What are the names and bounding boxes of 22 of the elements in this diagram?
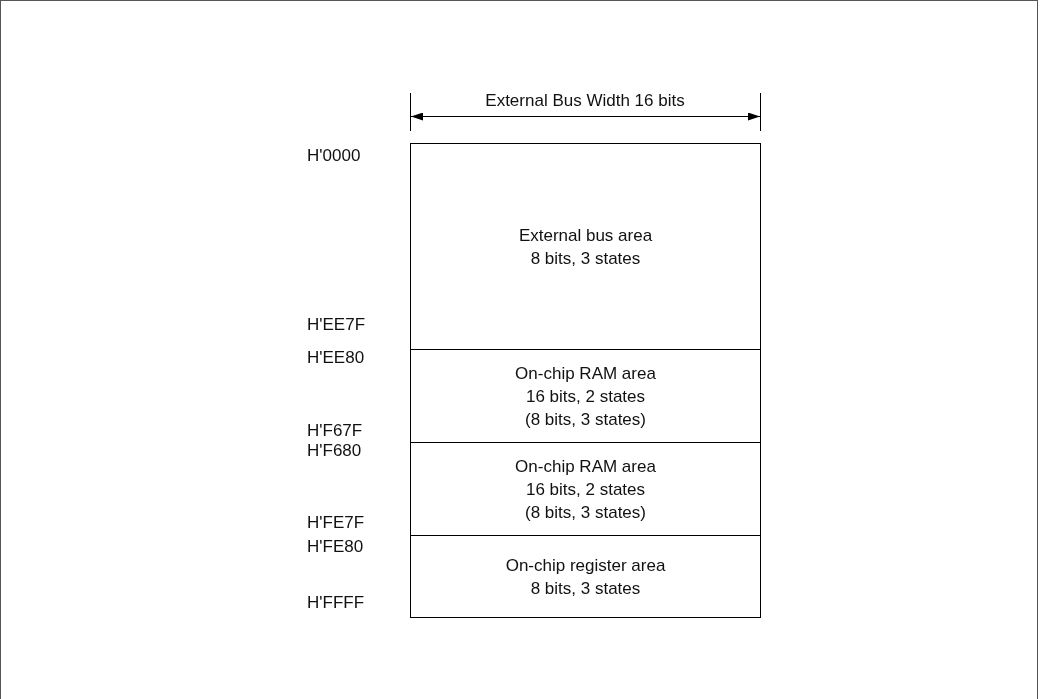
region-text: On-chip register area	[505, 554, 666, 577]
region-text: 16 bits, 2 states	[525, 478, 646, 501]
memory-region	[410, 349, 761, 443]
address-label: H'FE7F	[307, 513, 365, 533]
region-text: External bus area	[518, 224, 653, 247]
address-label: H'EE7F	[307, 315, 366, 335]
region-text: 16 bits, 2 states	[525, 385, 646, 408]
region-text: 8 bits, 3 states	[530, 577, 641, 600]
region-text: (8 bits, 3 states)	[525, 501, 646, 524]
address-label: H'FE80	[307, 537, 364, 557]
address-label: H'F680	[307, 441, 362, 461]
region-text: On-chip RAM area	[515, 362, 656, 385]
memory-region	[410, 442, 761, 536]
address-label: H'F67F	[307, 421, 363, 441]
region-text: (8 bits, 3 states)	[525, 408, 646, 431]
memory-region	[410, 535, 761, 618]
region-text: On-chip RAM area	[515, 455, 656, 478]
address-label: H'0000	[307, 146, 361, 166]
memory-region	[410, 143, 761, 350]
address-label: H'FFFF	[307, 593, 365, 613]
address-label: H'EE80	[307, 348, 365, 368]
region-text: 8 bits, 3 states	[530, 247, 641, 270]
